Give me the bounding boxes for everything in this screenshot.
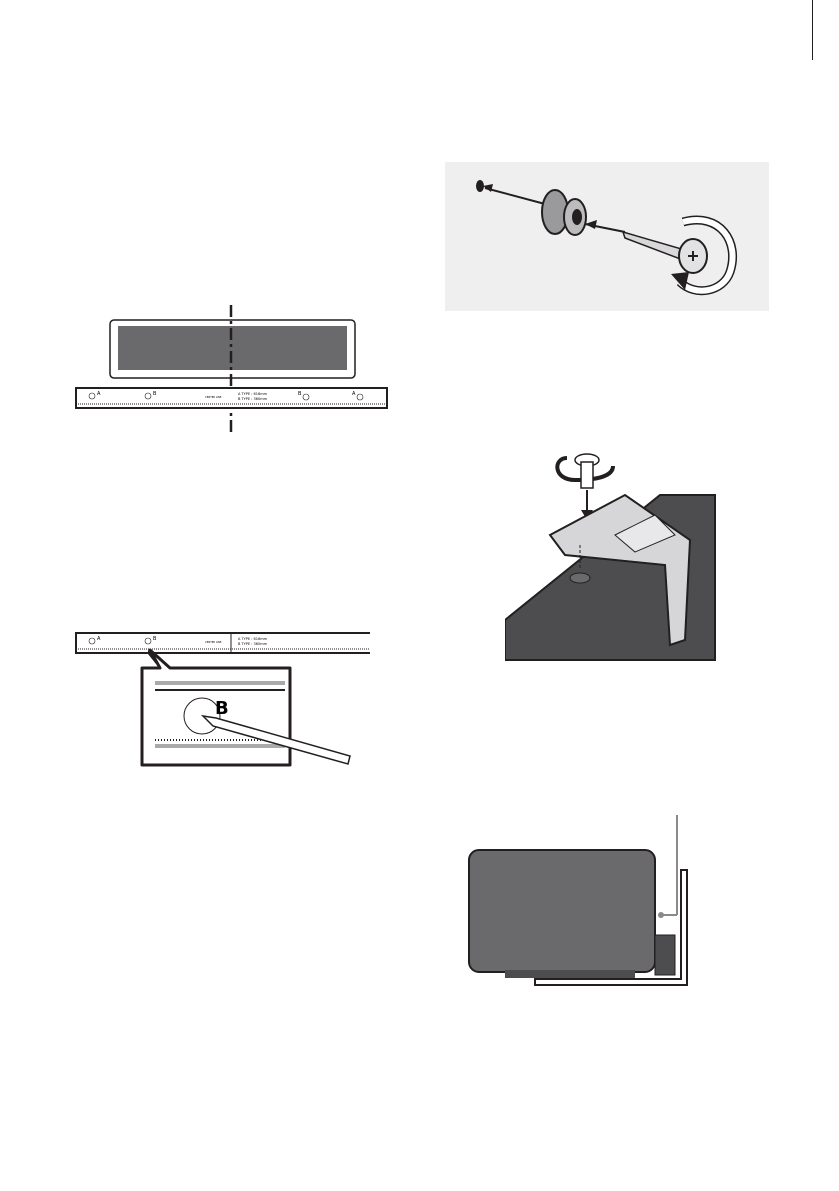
mark-b: B	[153, 636, 157, 642]
pencil-icon	[200, 714, 351, 765]
mark-a-right: A	[352, 391, 356, 397]
wall-hole-icon	[476, 180, 484, 192]
mark-a: A	[97, 636, 101, 642]
center-line-label: CENTER LINE	[205, 395, 222, 399]
screw-icon	[621, 230, 708, 274]
marking-hole-figure: A B CENTER LINE A TYPE : 616mm B TYPE : …	[75, 632, 370, 767]
b-type-label: B TYPE : 360mm	[238, 642, 268, 646]
soundbar-side	[468, 849, 656, 973]
wall-bracket	[534, 869, 688, 986]
bracket-figure	[505, 453, 716, 661]
a-type-label: A TYPE : 616mm	[238, 392, 268, 396]
tv-screen	[118, 326, 347, 370]
rotate-arrow-icon	[555, 456, 615, 483]
wall-anchor-icon	[541, 189, 587, 236]
page-edge-marker	[812, 0, 813, 60]
mark-b: B	[153, 391, 157, 397]
mark-b-right: B	[298, 391, 302, 397]
side-view-figure	[468, 815, 688, 986]
center-line-label: CENTER LINE	[205, 640, 222, 644]
bolt-icon	[574, 453, 600, 489]
mark-a: A	[97, 391, 101, 397]
template-center-figure: A B CENTER LINE A TYPE : 616mm B TYPE : …	[75, 305, 388, 435]
b-type-label: B TYPE : 360mm	[238, 397, 268, 401]
a-type-label: A TYPE : 616mm	[238, 637, 268, 641]
magnifier-label: B	[215, 698, 229, 719]
wall-template-2: A B CENTER LINE A TYPE : 616mm B TYPE : …	[75, 632, 370, 654]
wall-template: A B CENTER LINE A TYPE : 616mm B TYPE : …	[75, 387, 388, 409]
screw-anchor-figure	[476, 180, 738, 296]
